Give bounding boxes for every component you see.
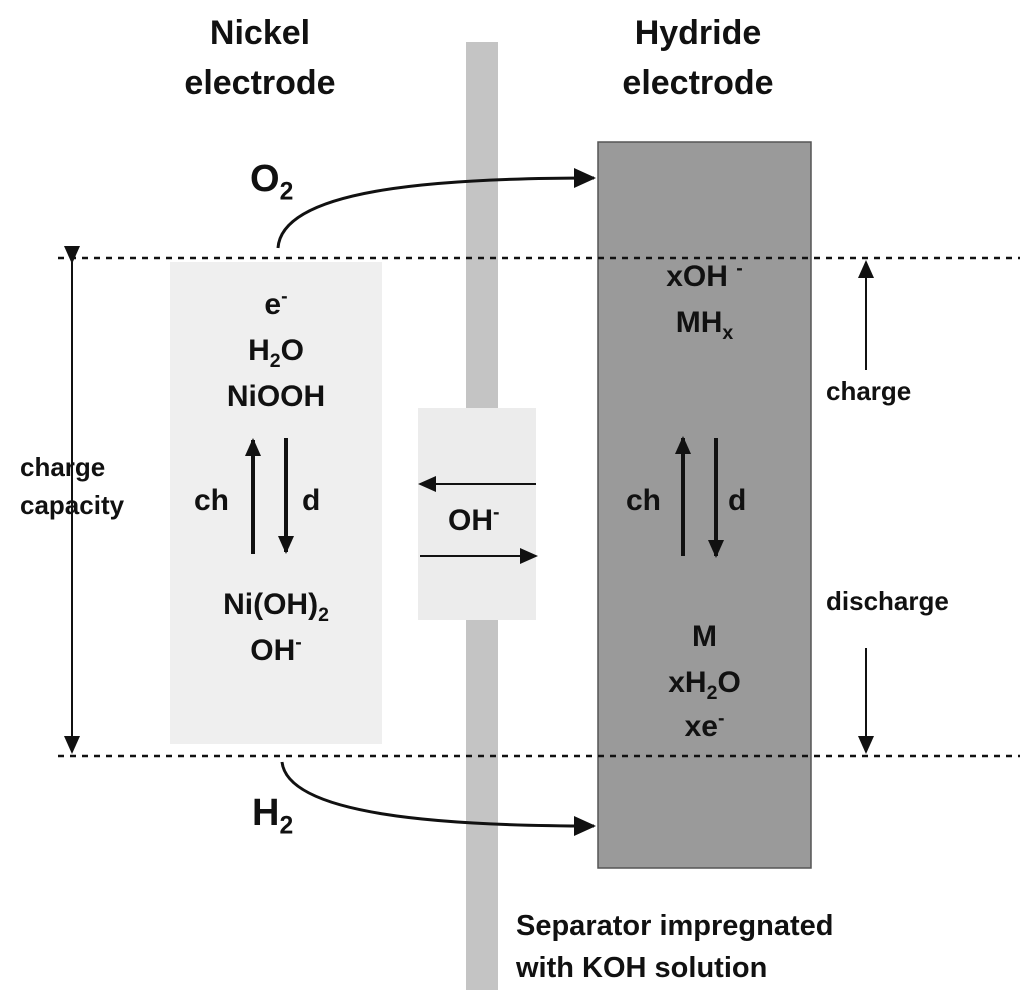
nickel-title-line1: Nickel: [209, 14, 311, 52]
nickel-title-line2: electrode: [184, 64, 336, 102]
hydride-mhx: MHx: [675, 306, 734, 344]
nickel-niooh: NiOOH: [226, 380, 326, 413]
nickel-d-label: d: [302, 484, 321, 517]
hydride-xoh: xOH -: [666, 257, 743, 293]
separator-caption-line1: Separator impregnated: [516, 910, 834, 942]
hydride-xe: xe-: [684, 707, 725, 743]
h2-transfer-arrow: [280, 761, 596, 836]
nickel-nioh2: Ni(OH)2: [223, 588, 329, 626]
right-discharge-label: discharge: [826, 586, 949, 616]
separator-ion-label: OH-: [448, 501, 500, 537]
hydride-xh2o: xH2O: [668, 666, 741, 704]
nickel-electrode-block: [170, 262, 382, 744]
hydride-electrode-block: [597, 141, 812, 869]
nickel-water: H2O: [248, 334, 304, 372]
hydride-ch-label: ch: [626, 484, 662, 517]
o2-label: O2: [250, 158, 294, 206]
hydride-title-line2: electrode: [622, 64, 774, 102]
separator-caption-line2: with KOH solution: [516, 952, 768, 984]
separator-ion-window: [418, 408, 536, 620]
charge-capacity-line2: capacity: [20, 490, 125, 520]
hydride-d-label: d: [728, 484, 747, 517]
h2-label: H2: [252, 792, 294, 840]
hydride-m: M: [692, 620, 717, 653]
o2-transfer-arrow: [276, 168, 596, 249]
hydride-title-line1: Hydride: [634, 14, 762, 52]
right-charge-label: charge: [826, 376, 912, 406]
nickel-ch-label: ch: [194, 484, 230, 517]
charge-capacity-line1: charge: [20, 452, 106, 482]
nickel-electron: e-: [264, 285, 288, 321]
nickel-hydroxide: OH-: [250, 631, 302, 667]
